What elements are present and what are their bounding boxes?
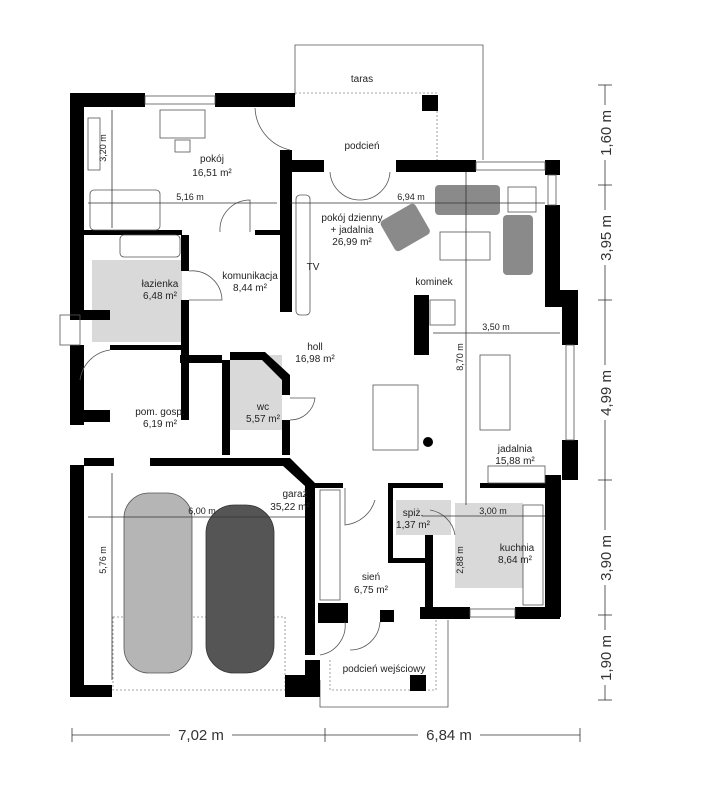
dim-dining-width: 3,50 m — [482, 322, 510, 332]
outer-dim-right-3: 4,99 m — [598, 370, 615, 416]
room-dzienny-area: 26,99 m² — [332, 237, 372, 248]
room-pokoj-area: 16,51 m² — [192, 168, 232, 179]
room-spiz: spiż. — [403, 508, 424, 519]
outer-dim-right-5: 1,90 m — [598, 635, 615, 681]
dim-garage-width: 6,00 m — [188, 506, 216, 516]
dim-living-height: 8,70 m — [455, 343, 465, 371]
room-holl-area: 16,98 m² — [295, 354, 335, 365]
outer-dim-right-4: 3,90 m — [598, 535, 615, 581]
dim-kitchen-width: 3,00 m — [479, 506, 507, 516]
room-sien-area: 6,75 m² — [354, 585, 389, 596]
room-jadalnia: jadalnia — [497, 444, 533, 455]
room-podcien-wejsciowy: podcień wejściowy — [343, 664, 426, 675]
dim-garage-height: 5,76 m — [98, 546, 108, 574]
room-wc-area: 5,57 m² — [246, 414, 281, 425]
dim-pokoj-height: 3,20 m — [98, 134, 108, 162]
room-dzienny-2: + jadalnia — [330, 225, 374, 236]
room-wc: wc — [256, 402, 269, 413]
room-kuchnia-area: 8,64 m² — [498, 555, 533, 566]
room-sien: sień — [362, 572, 380, 583]
outer-dim-right-1: 1,60 m — [598, 110, 615, 156]
room-garaz-area: 35,22 m² — [270, 502, 310, 513]
outer-dimension-bottom — [71, 728, 581, 742]
label-tv: TV — [307, 262, 320, 273]
room-jadalnia-area: 15,88 m² — [495, 456, 535, 467]
car-light — [123, 492, 193, 674]
room-komunikacja: komunikacja — [222, 271, 278, 282]
room-pom-gosp-area: 6,19 m² — [143, 419, 178, 430]
room-spiz-area: 1,37 m² — [396, 520, 431, 531]
room-pokoj: pokój — [200, 154, 224, 165]
walls — [70, 93, 578, 697]
dim-kitchen-height: 2,88 m — [455, 546, 465, 574]
room-garaz: garaż — [282, 489, 307, 500]
car-dark — [205, 504, 275, 674]
room-podcien: podcień — [344, 141, 379, 152]
room-holl: holl — [307, 342, 323, 353]
room-taras: taras — [351, 74, 373, 85]
tiled-areas — [92, 260, 523, 588]
room-pom-gosp: pom. gosp. — [135, 407, 184, 418]
room-komunikacja-area: 8,44 m² — [233, 283, 268, 294]
room-kuchnia: kuchnia — [500, 543, 535, 554]
room-dzienny: pokój dzienny — [321, 213, 382, 224]
room-lazienka: łazienka — [142, 279, 179, 290]
room-lazienka-area: 6,48 m² — [143, 291, 178, 302]
inner-dimension-lines — [88, 110, 560, 680]
outer-dim-right-2: 3,95 m — [598, 215, 615, 261]
windows — [59, 95, 575, 618]
cars — [123, 492, 275, 674]
dim-pokoj-width: 5,16 m — [176, 192, 204, 202]
furniture — [87, 109, 546, 606]
dim-living-width: 6,94 m — [397, 192, 425, 202]
outer-dim-bottom-1: 7,02 m — [178, 727, 224, 744]
label-kominek: kominek — [415, 277, 453, 288]
outer-dim-bottom-2: 6,84 m — [426, 727, 472, 744]
doors — [79, 107, 456, 656]
